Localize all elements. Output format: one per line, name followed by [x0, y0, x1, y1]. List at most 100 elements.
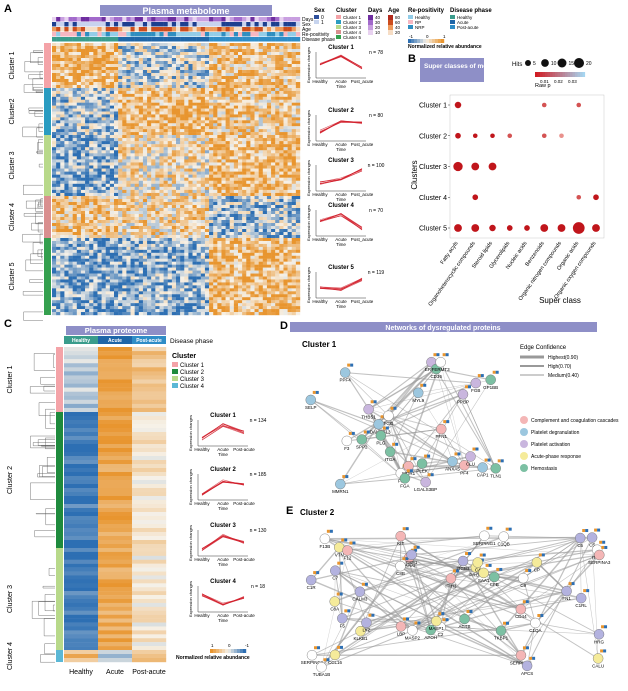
- heat-cell: [122, 90, 127, 95]
- heat-cell: [184, 64, 189, 68]
- heat-cell: [204, 264, 210, 268]
- heat-cell: [151, 202, 156, 206]
- heat-cell: [258, 88, 263, 92]
- heat-cell: [89, 258, 94, 262]
- heat-cell: [246, 64, 251, 68]
- heat-cell: [184, 229, 189, 233]
- heat-cell: [93, 229, 98, 233]
- track-cell: [266, 27, 272, 32]
- heat-cell: [147, 180, 152, 184]
- heat-cell: [238, 144, 243, 148]
- heat-cell: [122, 147, 127, 151]
- heat-cell: [188, 73, 193, 77]
- track-cell: [134, 22, 139, 27]
- heat-cell: [72, 58, 77, 62]
- heat-cell: [142, 64, 148, 68]
- heat-cell: [196, 261, 201, 265]
- heat-cell: [258, 64, 263, 68]
- heat-cell: [85, 202, 90, 206]
- heat-cell: [287, 138, 292, 142]
- heat-cell: [171, 261, 177, 265]
- heat-cell: [97, 129, 102, 133]
- heat-cell: [180, 168, 185, 172]
- heat-cell: [287, 252, 292, 256]
- heat-cell: [101, 192, 106, 197]
- heat-cell: [188, 189, 193, 194]
- heat-cell: [167, 205, 173, 209]
- heat-cell: [204, 217, 210, 221]
- heat-cell: [295, 55, 301, 59]
- heat-cell: [134, 220, 139, 224]
- track-cell: [64, 17, 69, 22]
- heat-cell: [221, 159, 226, 163]
- heat-cell: [188, 192, 193, 197]
- heat-cell: [163, 96, 168, 100]
- heat-cell: [266, 150, 272, 154]
- heat-cell: [246, 261, 251, 265]
- heat-cell: [151, 196, 156, 200]
- heat-cell: [217, 150, 222, 154]
- heat-cell: [242, 126, 247, 130]
- heat-cell: [52, 73, 57, 77]
- heat-cell: [142, 58, 148, 62]
- heat-cell: [60, 55, 65, 59]
- heat-cell: [242, 249, 247, 254]
- heat-cell: [155, 43, 160, 47]
- heat-cell: [97, 120, 102, 124]
- heat-cell: [180, 258, 185, 262]
- heat-cell: [204, 162, 210, 166]
- heat-cell: [258, 171, 263, 175]
- heat-cell: [246, 96, 251, 100]
- heat-cell: [109, 73, 115, 77]
- heat-cell: [147, 189, 152, 194]
- heat-cell: [93, 43, 98, 47]
- heat-cell: [246, 214, 251, 218]
- heat-cell: [130, 132, 135, 136]
- heat-cell: [204, 147, 210, 151]
- heat-cell: [225, 186, 230, 191]
- heat-cell: [56, 180, 61, 184]
- heat-cell: [225, 183, 230, 188]
- heat-cell: [275, 226, 280, 230]
- heat-cell: [188, 126, 193, 130]
- heat-cell: [229, 177, 235, 181]
- heat-cell: [188, 255, 193, 259]
- dendrogram-branch: [31, 222, 43, 231]
- heat-cell: [147, 214, 152, 218]
- heat-cell: [126, 223, 131, 227]
- heat-cell: [283, 159, 288, 163]
- heat-cell: [254, 46, 259, 50]
- heat-cell: [295, 229, 301, 233]
- heat-cell: [291, 264, 297, 268]
- heat-cell: [242, 214, 247, 218]
- heat-cell: [114, 238, 119, 242]
- heat-cell: [275, 258, 280, 262]
- heat-cell: [60, 123, 65, 127]
- heat-cell: [180, 177, 185, 181]
- heat-cell: [52, 90, 57, 95]
- heat-cell: [68, 150, 73, 154]
- heat-cell: [204, 102, 210, 106]
- heat-cell: [155, 141, 160, 145]
- heat-cell: [85, 174, 90, 178]
- heat-cell: [105, 126, 111, 130]
- heat-cell: [97, 174, 102, 178]
- heat-cell: [167, 46, 173, 50]
- heat-cell: [130, 70, 135, 74]
- heat-cell: [233, 240, 239, 245]
- heat-cell: [258, 249, 263, 254]
- heat-cell: [204, 58, 210, 62]
- heat-cell: [283, 102, 288, 106]
- heat-cell: [229, 264, 235, 268]
- heat-cell: [275, 171, 280, 175]
- heat-cell: [266, 171, 272, 175]
- heat-cell: [238, 99, 243, 103]
- heat-cell: [204, 61, 210, 65]
- heat-cell: [184, 249, 189, 254]
- heat-cell: [262, 159, 268, 163]
- heat-cell: [101, 240, 106, 245]
- heat-cell: [163, 177, 168, 181]
- track-cell: [72, 27, 77, 32]
- heat-cell: [60, 82, 65, 86]
- heat-cell: [114, 156, 119, 160]
